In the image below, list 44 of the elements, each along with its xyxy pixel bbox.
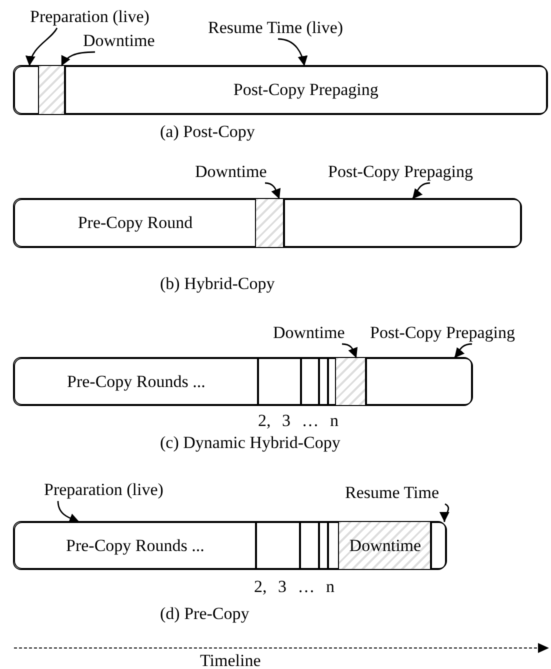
timeline-segment [300, 357, 320, 406]
arrow [342, 343, 358, 358]
annotation-text: Resume Time [345, 483, 439, 503]
figure-caption: (b) Hybrid-Copy [160, 274, 275, 294]
timeline-segment [255, 521, 301, 570]
annotation-text: Preparation (live) [30, 7, 150, 27]
figure-caption: (d) Pre-Copy [160, 604, 250, 624]
annotation-text: Post-Copy Prepaging [370, 323, 515, 343]
downtime-segment: Downtime [338, 521, 432, 570]
downtime-segment [38, 65, 66, 115]
arrow [440, 503, 450, 522]
arrow [26, 28, 58, 66]
timeline-segment: Pre-Copy Rounds ... [13, 521, 257, 570]
timeline-segment [318, 357, 329, 406]
arrow [278, 38, 308, 66]
round-numbers: 2, 3 … n [258, 411, 338, 431]
annotation-text: Resume Time (live) [208, 18, 344, 38]
axis-label: Timeline [200, 651, 261, 669]
timeline-segment [283, 198, 522, 248]
timeline-segment [257, 357, 302, 406]
timeline-segment: Post-Copy Prepaging [64, 65, 548, 115]
figure-caption: (c) Dynamic Hybrid-Copy [160, 433, 340, 453]
figure-caption: (a) Post-Copy [160, 122, 255, 142]
annotation-text: Downtime [195, 162, 267, 182]
timeline-segment [365, 357, 472, 406]
round-numbers: 2, 3 … n [254, 577, 334, 597]
arrow [412, 182, 430, 200]
annotation-text: Preparation (live) [44, 480, 164, 500]
timeline-bar [14, 358, 473, 405]
downtime-segment [255, 198, 285, 248]
timeline-segment [299, 521, 320, 570]
timeline-segment: Pre-Copy Rounds ... [13, 357, 259, 406]
downtime-segment [335, 357, 367, 406]
annotation-text: Downtime [273, 323, 345, 343]
arrow [57, 500, 80, 524]
annotation-text: Post-Copy Prepaging [328, 162, 473, 182]
annotation-text: Downtime [83, 31, 155, 51]
arrow [264, 182, 281, 200]
arrow [60, 51, 96, 66]
timeline-bar [14, 199, 522, 247]
timeline-segment [430, 521, 446, 570]
timeline-segment [318, 521, 329, 570]
arrow [454, 343, 472, 358]
timeline-bar [14, 522, 447, 569]
